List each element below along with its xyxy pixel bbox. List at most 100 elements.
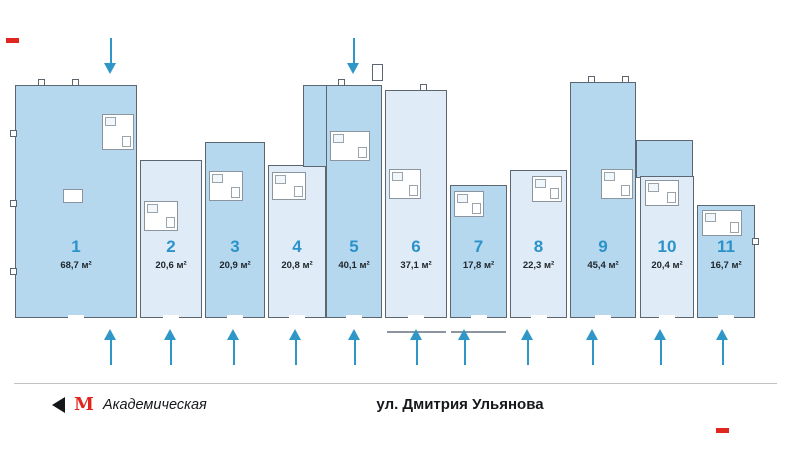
unit-label: 5 40,1 м²	[327, 238, 381, 271]
pilaster	[338, 79, 345, 86]
unit-number: 6	[411, 237, 421, 257]
unit-9-extension	[636, 140, 693, 178]
unit-number: 9	[598, 237, 608, 257]
entrance-arrow-icon	[103, 38, 118, 74]
unit-area: 68,7 м²	[60, 260, 92, 271]
shaft	[63, 189, 83, 203]
unit-10: 10 20,4 м²	[640, 176, 694, 319]
door-gap	[470, 315, 487, 319]
unit-number: 4	[292, 237, 302, 257]
unit-area: 40,1 м²	[338, 260, 370, 271]
unit-label: 2 20,6 м²	[141, 238, 201, 271]
unit-3: 3 20,9 м²	[205, 142, 265, 319]
bathroom-block	[102, 114, 134, 150]
pilaster	[420, 84, 427, 91]
street-name: ул. Дмитрия Ульянова	[376, 396, 544, 413]
unit-4: 4 20,8 м²	[268, 165, 326, 319]
bathroom-block	[330, 131, 370, 161]
divider	[14, 383, 777, 384]
door-gap	[718, 315, 734, 319]
entrance-arrow-icon	[715, 329, 730, 365]
unit-number: 7	[473, 237, 484, 257]
metro-station-name: Академическая	[102, 397, 207, 413]
entrance-arrow-icon	[346, 38, 361, 74]
unit-label: 3 20,9 м²	[206, 238, 264, 271]
unit-label: 11 16,7 м²	[698, 238, 754, 271]
unit-number: 3	[230, 237, 240, 257]
entrance-arrow-icon	[103, 329, 118, 365]
door-gap	[408, 315, 424, 319]
unit-area: 20,6 м²	[155, 260, 187, 271]
entrance-arrow-icon	[288, 329, 303, 365]
pilaster	[72, 79, 79, 86]
unit-area: 20,9 м²	[219, 260, 251, 271]
unit-label: 1 68,7 м²	[16, 238, 136, 271]
bathroom-block	[645, 180, 679, 206]
unit-label: 8 22,3 м²	[511, 238, 566, 271]
unit-label: 10 20,4 м²	[641, 238, 693, 271]
door-gap	[289, 315, 305, 319]
bathroom-block	[702, 210, 742, 236]
entrance-arrow-icon	[226, 329, 241, 365]
vent-shaft	[372, 64, 383, 81]
door-gap	[530, 315, 547, 319]
unit-9: 9 45,4 м²	[570, 82, 636, 319]
entrance-arrow-icon	[653, 329, 668, 365]
unit-8: 8 22,3 м²	[510, 170, 567, 319]
bathroom-block	[209, 171, 243, 201]
unit-number: 10	[657, 237, 677, 257]
door-gap	[659, 315, 675, 319]
unit-number: 11	[717, 237, 735, 257]
unit-7: 7 17,8 м²	[450, 185, 507, 319]
entrance-arrow-icon	[585, 329, 600, 365]
entrance-arrow-icon	[163, 329, 178, 365]
bathroom-block	[272, 172, 306, 200]
bathroom-block	[454, 191, 484, 217]
unit-area: 20,8 м²	[281, 260, 313, 271]
bathroom-block	[532, 176, 562, 202]
metro-logo-icon: М	[74, 394, 94, 415]
unit-number: 2	[166, 237, 176, 257]
pilaster	[10, 130, 17, 137]
unit-label: 9 45,4 м²	[571, 238, 635, 271]
pilaster	[622, 76, 629, 83]
entrance-arrow-icon	[347, 329, 362, 365]
unit-area: 22,3 м²	[522, 260, 555, 271]
pilaster	[38, 79, 45, 86]
unit-area: 16,7 м²	[710, 260, 742, 271]
door-gap	[595, 315, 611, 319]
unit-area: 17,8 м²	[462, 260, 495, 271]
entrance-arrow-icon	[520, 329, 535, 365]
unit-11: 11 16,7 м²	[697, 205, 755, 319]
door-gap	[227, 315, 243, 319]
bathroom-block	[389, 169, 421, 199]
door-gap	[68, 315, 84, 319]
door-gap	[163, 315, 179, 319]
entrance-arrow-icon	[409, 329, 424, 365]
unit-1: 1 68,7 м²	[15, 85, 137, 319]
unit-area: 37,1 м²	[400, 260, 432, 271]
bathroom-block	[144, 201, 178, 231]
pilaster	[10, 268, 17, 275]
red-marker	[6, 38, 19, 43]
entrance-arrow-icon	[457, 329, 472, 365]
unit-5: 5 40,1 м²	[326, 85, 382, 319]
unit-area: 20,4 м²	[651, 260, 683, 271]
pilaster	[588, 76, 595, 83]
red-marker	[716, 428, 729, 433]
bathroom-block	[601, 169, 633, 199]
unit-number: 5	[349, 237, 359, 257]
unit-2: 2 20,6 м²	[140, 160, 202, 319]
pilaster	[10, 200, 17, 207]
entrance-step	[451, 331, 506, 333]
unit-label: 7 17,8 м²	[451, 238, 506, 271]
pilaster	[752, 238, 759, 245]
unit-number: 1	[71, 237, 81, 257]
unit-5-extension	[303, 85, 330, 167]
unit-area: 45,4 м²	[587, 260, 619, 271]
unit-6: 6 37,1 м²	[385, 90, 447, 319]
unit-number: 8	[533, 237, 544, 257]
door-gap	[346, 315, 362, 319]
metro-legend: М Академическая	[52, 394, 207, 416]
